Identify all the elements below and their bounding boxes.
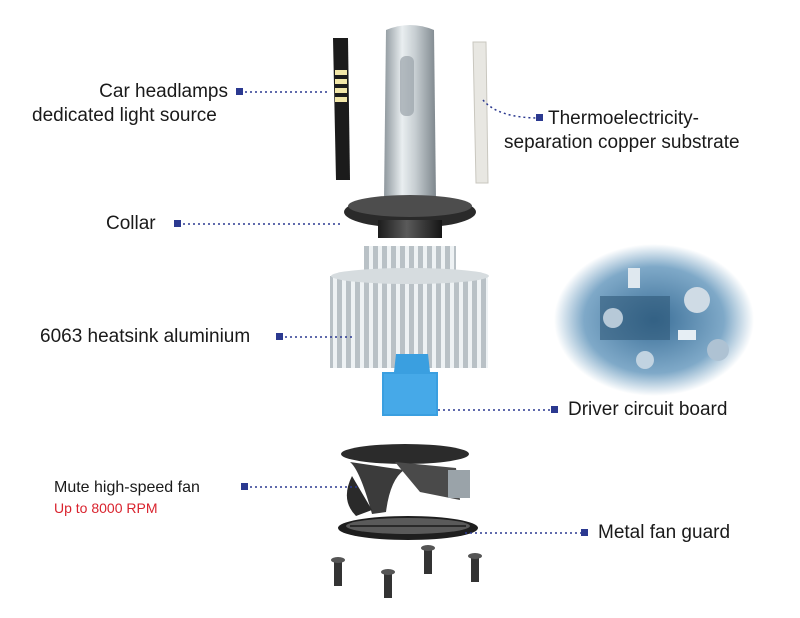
collar-ring: [344, 195, 476, 238]
callout-copper-substrate: Thermoelectricity- separation copper sub…: [504, 107, 740, 155]
circuit-photo: [554, 244, 754, 396]
callout-collar: Collar: [106, 213, 156, 234]
callout-fan-guard: Metal fan guard: [598, 522, 731, 543]
callout-light-source-line1: Car headlamps: [99, 81, 228, 102]
screws: [331, 545, 482, 598]
fan-guard: [338, 516, 478, 540]
callout-light-source-line2: dedicated light source: [32, 105, 217, 126]
callout-copper-substrate-line1: Thermoelectricity-: [548, 108, 699, 129]
callout-driver: Driver circuit board: [568, 399, 728, 420]
callout-fan-speed: Up to 8000 RPM: [54, 500, 158, 516]
callout-copper-substrate-line2: separation copper substrate: [504, 132, 740, 153]
fan-blades: [341, 444, 470, 516]
callout-light-source: Car headlamps dedicated light source: [32, 80, 228, 128]
callout-heatsink: 6063 heatsink aluminium: [40, 326, 251, 347]
leader-markers: [174, 88, 588, 536]
heatsink-body: [330, 246, 489, 368]
leader-lines: [178, 91, 585, 534]
driver-board: [382, 354, 438, 416]
led-strip-left: [333, 38, 350, 180]
bulb-body: [384, 25, 436, 200]
leader-copper-substrate: [482, 99, 541, 119]
copper-substrate-strip: [472, 41, 489, 184]
callout-fan: Mute high-speed fan: [54, 479, 200, 496]
